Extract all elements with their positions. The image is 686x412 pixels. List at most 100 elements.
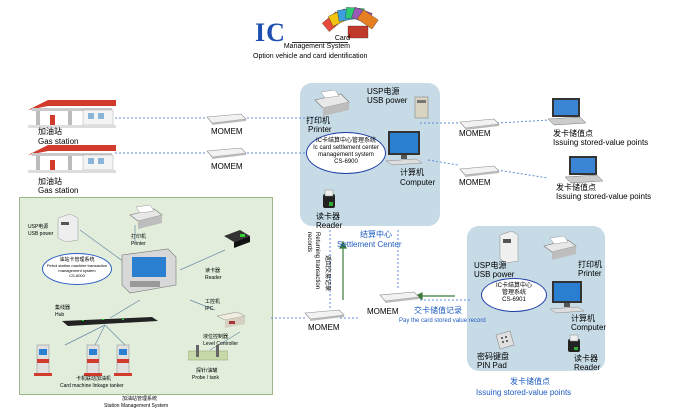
logo-words: Card Management System [283, 35, 350, 50]
issuing-ups-cn: USP电源 [474, 261, 507, 270]
hub-icon [62, 314, 158, 326]
settlement-system-ellipse: IC卡结算中心管理系统 Ic card settlement center ma… [306, 132, 386, 174]
ipc-computer-icon [118, 245, 180, 295]
gas-station-1-cn: 加油站 [38, 127, 62, 136]
computer-icon-settlement [385, 130, 424, 166]
issuing-title-cn: 发卡储值点 [510, 377, 550, 386]
settlement-center-cn: 结算中心 [360, 230, 392, 239]
station-ups-cn: USP电源 [28, 224, 49, 230]
gas-station-2-en: Gas station [38, 186, 79, 195]
modem-icon-middle-left [303, 308, 345, 321]
returning-records-en: Returning transaction [314, 232, 320, 289]
settlement-printer-en: Printer [308, 125, 332, 134]
returning-en-text: Returning transaction [314, 232, 320, 290]
station-printer-en: Printer [131, 241, 146, 247]
laptop-icon-2 [564, 155, 604, 185]
ups-icon-issuing [498, 230, 520, 264]
right-point-1-cn: 发卡储值点 [553, 129, 593, 138]
station-ellipse-line-3: management system [58, 268, 96, 273]
issuing-printer-cn: 打印机 [578, 260, 602, 269]
issuing-computer-en: Computer [571, 323, 607, 332]
settlement-reader-cn: 读卡器 [316, 212, 340, 221]
station-title-cn: 加油站管理系统 [122, 396, 158, 402]
settlement-ellipse-line-4: CS-6900 [334, 159, 358, 165]
gas-station-2-cn: 加油站 [38, 177, 62, 186]
station-ellipse-line-1: 油站卡管理系统 [59, 257, 95, 263]
station-ellipse-line-4: CS-6000 [69, 273, 85, 278]
settlement-ellipse-line-2: Ic card settlement center [313, 145, 379, 151]
issuing-ellipse-line-3: CS-6901 [502, 297, 526, 303]
reader-icon-station [222, 228, 252, 250]
paycard-record-en: Pay the card stored value record [399, 318, 486, 324]
station-ups-en: USB power [28, 231, 54, 237]
settlement-center-en: Settlement Center [337, 240, 402, 249]
station-probe-cn: 探针/油罐 [196, 368, 218, 374]
station-printer-cn: 打印机 [131, 234, 147, 240]
issuing-ups-en: USB power [474, 270, 515, 279]
issuing-title-en: Issuing stored-value points [476, 388, 572, 397]
modem-icon-right-1 [458, 117, 500, 130]
station-dispenser-cn: 卡机联动加油机 [76, 376, 112, 382]
right-point-2-en: Issuing stored-value points [556, 192, 652, 201]
momem-left-2: MOMEM [211, 162, 243, 171]
right-point-2-cn: 发卡储值点 [556, 183, 596, 192]
settlement-reader-en: Reader [316, 221, 343, 230]
ic-logo: IC [255, 18, 286, 48]
ups-icon-station [56, 213, 80, 243]
modem-icon-right-2 [458, 164, 500, 177]
station-hub-en: Hub [55, 312, 65, 318]
printer-icon-station [128, 204, 164, 231]
station-reader-cn: 读卡器 [205, 268, 221, 274]
settlement-computer-en: Computer [400, 178, 436, 187]
issuing-pinpad-cn: 密码键盘 [477, 352, 509, 361]
station-ipc-en: IPC [205, 306, 214, 312]
station-system-ellipse: 油站卡管理系统 Petrol station machine transacti… [42, 253, 112, 285]
station-level-en: Level Controller [203, 341, 239, 347]
settlement-ups-en: USB power [367, 96, 408, 105]
probe-tank-icon [187, 345, 229, 361]
settlement-ups-cn: USP电源 [367, 87, 400, 96]
issuing-ellipse-line-1: IC卡结算中心 [495, 283, 532, 289]
station-dispenser-en: Card machine linkage tanker [60, 383, 124, 389]
gas-station-1-en: Gas station [38, 137, 79, 146]
header-subtitle: Option vehicle and card identification [253, 53, 368, 60]
ups-icon-settlement [414, 95, 430, 119]
station-ipc-cn: 工控机 [205, 299, 221, 305]
paycard-record-cn: 交卡储值记录 [414, 306, 462, 315]
fuel-dispenser-icon-3 [114, 343, 134, 377]
pinpad-icon [494, 329, 516, 351]
computer-icon-issuing [549, 280, 586, 314]
modem-icon-middle-right [378, 290, 420, 303]
logo-line [292, 42, 348, 43]
laptop-icon-1 [547, 97, 587, 127]
momem-right-1: MOMEM [459, 129, 491, 138]
issuing-system-ellipse: IC卡结算中心 管理系统 CS-6901 [481, 278, 547, 312]
station-probe-en: Probe / tank [192, 375, 219, 381]
settlement-ellipse-line-3: management system [318, 152, 374, 158]
settlement-ellipse-line-1: IC卡结算中心管理系统 [315, 138, 376, 144]
modem-icon-left-2 [205, 146, 247, 159]
momem-middle-right: MOMEM [367, 307, 399, 316]
reader-icon-settlement [320, 188, 338, 210]
issuing-reader-cn: 读卡器 [574, 354, 598, 363]
level-controller-icon [215, 310, 247, 330]
station-ellipse-line-2: Petrol station machine transaction [46, 263, 108, 268]
station-reader-en: Reader [205, 275, 222, 281]
card-fan-icon [318, 2, 382, 42]
issuing-printer-en: Printer [578, 269, 602, 278]
right-point-1-en: Issuing stored-value points [553, 138, 649, 147]
momem-right-2: MOMEM [459, 178, 491, 187]
gas-station-icon-2 [28, 145, 116, 173]
issuing-computer-cn: 计算机 [571, 314, 595, 323]
printer-icon-settlement [311, 89, 351, 116]
logo-letters: IC [255, 18, 286, 47]
momem-middle-left: MOMEM [308, 323, 340, 332]
issuing-ellipse-line-2: 管理系统 [501, 290, 526, 296]
returning-records-cn: 返回交易记录 [324, 255, 330, 292]
printer-icon-issuing [542, 235, 578, 260]
returning-records-en2: records [306, 232, 312, 253]
modem-icon-left-1 [205, 112, 247, 125]
settlement-computer-cn: 计算机 [400, 168, 424, 177]
